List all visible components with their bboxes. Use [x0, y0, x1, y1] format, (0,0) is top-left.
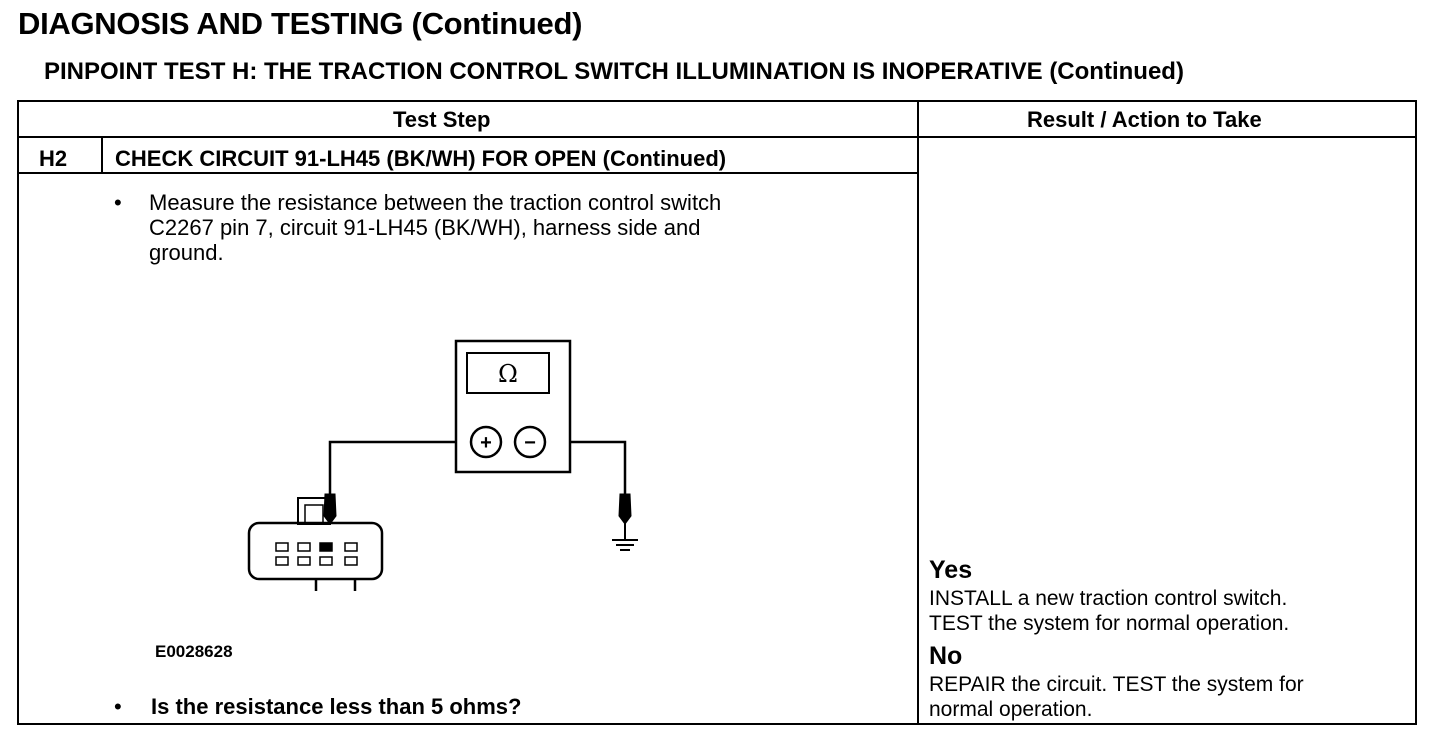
yes-label: Yes [929, 556, 973, 584]
instruction-line: C2267 pin 7, circuit 91-LH45 (BK/WH), ha… [149, 215, 701, 240]
column-divider [917, 102, 919, 723]
page-title: DIAGNOSIS AND TESTING (Continued) [18, 6, 583, 41]
multimeter-display [466, 352, 550, 394]
header-result: Result / Action to Take [1027, 107, 1262, 132]
positive-test-lead [328, 440, 456, 498]
step-id-divider [101, 138, 103, 172]
negative-probe-jack [513, 425, 547, 459]
no-action-line: normal operation. [929, 698, 1093, 721]
header-divider [19, 136, 1415, 138]
plus-symbol: + [480, 432, 492, 454]
multimeter-body [454, 339, 572, 474]
minus-symbol: − [524, 432, 536, 454]
yes-action: INSTALL a new traction control switch. T… [929, 586, 1289, 636]
positive-probe-jack [469, 425, 503, 459]
positive-probe-tip [323, 493, 337, 525]
page-subtitle: PINPOINT TEST H: THE TRACTION CONTROL SW… [44, 58, 1184, 85]
step-row-divider [19, 172, 917, 174]
connector-c2267 [247, 521, 384, 581]
no-action-line: REPAIR the circuit. TEST the system for [929, 673, 1304, 696]
pinpoint-test-table: Test Step Result / Action to Take H2 CHE… [17, 100, 1417, 725]
no-action: REPAIR the circuit. TEST the system for … [929, 672, 1304, 722]
negative-probe-tip [618, 493, 632, 525]
question-text: Is the resistance less than 5 ohms? [151, 694, 522, 719]
ohm-symbol: Ω [498, 360, 518, 388]
bullet-1: • [114, 190, 122, 215]
connector-latch [304, 504, 324, 525]
header-test-step: Test Step [393, 107, 491, 132]
figure-id: E0028628 [155, 642, 233, 661]
negative-test-lead [570, 440, 627, 498]
yes-action-line: TEST the system for normal operation. [929, 612, 1290, 635]
step-title: CHECK CIRCUIT 91-LH45 (BK/WH) FOR OPEN (… [115, 146, 727, 171]
ground-symbol [612, 520, 638, 551]
instruction-line: Measure the resistance between the tract… [149, 190, 722, 215]
pin-7-highlight [320, 543, 332, 551]
connector-pins [275, 542, 358, 566]
instruction-text: Measure the resistance between the tract… [149, 190, 721, 265]
instruction-line: ground. [149, 240, 224, 265]
step-id: H2 [39, 146, 68, 171]
bullet-2: • [114, 694, 122, 719]
no-label: No [929, 642, 963, 670]
yes-action-line: INSTALL a new traction control switch. [929, 587, 1288, 610]
